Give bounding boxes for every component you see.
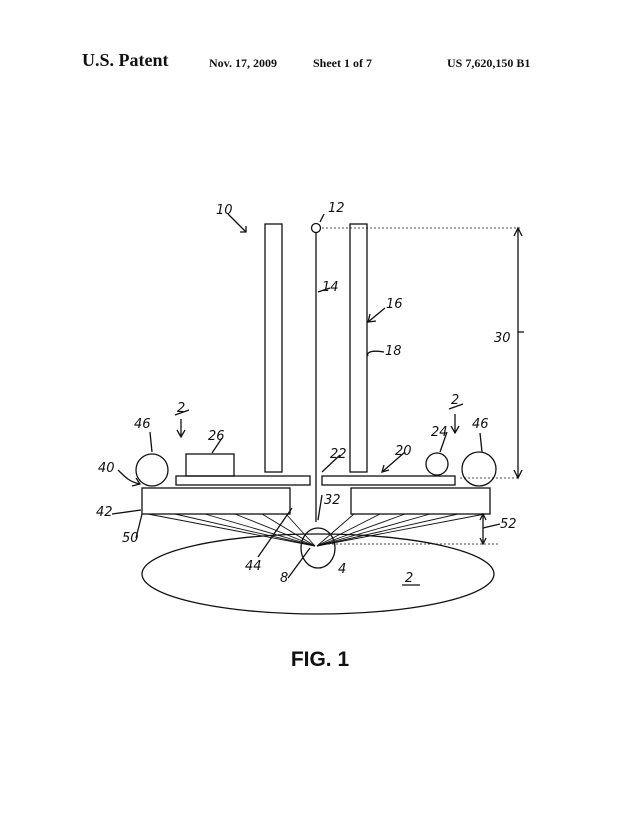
ref-12: 12 — [328, 201, 345, 216]
left-vertical-plate — [264, 223, 283, 473]
ref-2-body: 2 — [405, 571, 413, 586]
ref-2-right: 2 — [451, 393, 459, 408]
left-bar-42 — [141, 487, 291, 515]
component-26 — [185, 453, 235, 477]
right-vertical-plate — [349, 223, 368, 473]
right-ball-46 — [461, 451, 497, 487]
target-ellipse — [300, 527, 336, 569]
patent-label: U.S. Patent — [82, 50, 169, 70]
ref-46-left: 46 — [134, 417, 151, 432]
ref-30: 30 — [494, 331, 511, 346]
ref-46-right: 46 — [472, 417, 489, 432]
ref-14: 14 — [322, 280, 339, 295]
component-24 — [425, 452, 449, 476]
ref-4: 4 — [338, 562, 346, 577]
body-ellipse — [141, 533, 495, 615]
ref-52: 52 — [500, 517, 517, 532]
ref-32: 32 — [324, 493, 341, 508]
rod-tip-sphere — [310, 222, 322, 234]
sheet-number: Sheet 1 of 7 — [313, 56, 372, 70]
patent-date: Nov. 17, 2009 — [209, 56, 278, 70]
ref-22: 22 — [330, 447, 347, 462]
ref-40: 40 — [98, 461, 115, 476]
left-platform — [175, 475, 311, 486]
ref-10: 10 — [216, 203, 233, 218]
ref-16: 16 — [386, 297, 403, 312]
ref-2-left: 2 — [177, 401, 185, 416]
left-ball-46 — [135, 453, 169, 487]
ref-26: 26 — [208, 429, 225, 444]
ref-20: 20 — [395, 444, 412, 459]
patent-number: US 7,620,150 B1 — [447, 56, 531, 70]
ref-24: 24 — [431, 425, 448, 440]
ref-8: 8 — [280, 571, 288, 586]
ref-50: 50 — [122, 531, 139, 546]
right-bar — [350, 487, 491, 515]
ref-18: 18 — [385, 344, 402, 359]
ref-44: 44 — [245, 559, 262, 574]
figure-caption: FIG. 1 — [290, 648, 350, 671]
right-platform — [321, 475, 456, 486]
ref-42: 42 — [96, 505, 113, 520]
